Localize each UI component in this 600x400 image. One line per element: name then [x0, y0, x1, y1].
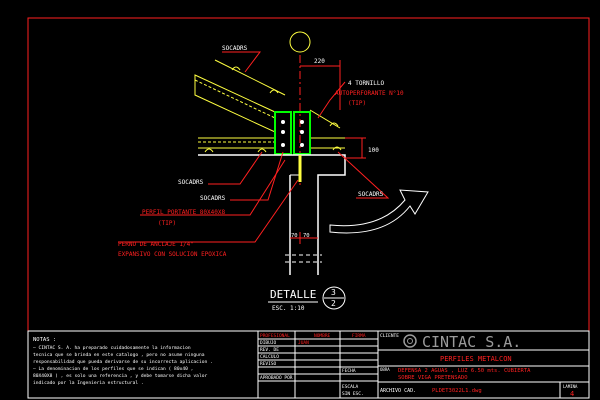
- notes-line: responsabilidad que pueda derivarse de s…: [33, 359, 213, 365]
- label-tornillo-2: AUTOPERFORANTE N°10: [335, 90, 404, 97]
- row-dibujo: DIBUJO: [260, 340, 277, 346]
- col-profesional: PROFESIONAL: [260, 333, 290, 339]
- obra-label: OBRA: [380, 367, 390, 372]
- col-firma: FIRMA: [352, 333, 366, 339]
- row-aprobado: APROBADO POR: [260, 375, 293, 381]
- horizontal-beam: [198, 137, 345, 149]
- fecha-label: FECHA: [342, 368, 356, 374]
- weld-symbols: [204, 66, 342, 153]
- label-perfil-1: PERFIL PORTANTE 80X40X8: [142, 209, 225, 216]
- lamina-label: LAMINA: [563, 384, 578, 389]
- dimension-70: 70 70: [290, 232, 318, 244]
- notes-lines: — CINTAC S. A. ha preparado cuidadosamen…: [33, 345, 213, 386]
- roof-slope-right: [309, 109, 341, 129]
- archivo-label: ARCHIVO CAD.: [380, 388, 416, 394]
- gusset-plates: [274, 111, 311, 155]
- lamina-value: 4: [570, 390, 574, 398]
- detail-callout: DETALLE ESC. 1:10 3 2: [268, 286, 346, 312]
- notes-line: — CINTAC S. A. ha preparado cuidadosamen…: [33, 345, 191, 351]
- leader-lines: [118, 51, 390, 243]
- dimension-70b-label: 70: [303, 233, 310, 239]
- label-soldadura-right: SOCADRS: [358, 191, 384, 198]
- label-tornillo-3: (TIP): [348, 100, 366, 107]
- escala-label: ESCALA: [342, 384, 359, 390]
- notes-title: NOTAS :: [33, 337, 56, 343]
- escala-value: SIN ESC.: [342, 391, 364, 397]
- obra-line-1: DEFENSA 2 AGUAS , LUZ 6.50 mts. CUBIERTA: [398, 368, 531, 374]
- label-soldadura-top: SOCADRS: [222, 45, 248, 52]
- roof-slope-left: [194, 59, 286, 133]
- archivo-value: PLDET3022L1.dwg: [432, 388, 482, 394]
- department: PERFILES METALCON: [440, 355, 512, 363]
- col-nombre: NOMBRE: [314, 333, 331, 339]
- dimension-220-label: 220: [314, 58, 325, 65]
- dimension-70a-label: 70: [291, 233, 298, 239]
- detail-sheet: 2: [331, 299, 336, 308]
- obra-line-2: SOBRE VIGA PRETENSADO: [398, 375, 468, 381]
- dimension-100-label: 100: [368, 147, 379, 154]
- dimension-220: 220: [300, 58, 341, 110]
- detail-number: 3: [331, 288, 336, 297]
- label-perfil-2: (TIP): [158, 220, 176, 227]
- row-calc: CALCULO: [260, 354, 279, 360]
- notes-line: indicado por la Ingenieria estructural .: [33, 380, 144, 386]
- label-perno-2: EXPANSIVO CON SOLUCION EPOXICA: [118, 251, 227, 258]
- row-rev2: REVISO: [260, 361, 277, 367]
- cliente-label: CLIENTE: [380, 333, 399, 339]
- label-soldadura-left: SOCADRS: [178, 179, 204, 186]
- company-name: CINTAC S.A.: [422, 333, 521, 351]
- title-block: [27, 330, 590, 399]
- notes-line: tecnica que se brinda en este catalogo ,…: [33, 352, 205, 358]
- company-logo: [403, 334, 417, 348]
- rotation-arrow: [329, 189, 429, 234]
- label-perno-1: PERNO DE ANCLAJE 1/4": [118, 241, 194, 248]
- notes-line: 80X40X8 ) , es solo una referencia , y d…: [33, 373, 207, 379]
- dimension-100: 100: [345, 137, 379, 159]
- axis-bubble: [289, 31, 311, 53]
- label-soldadura-mid: SOCADRS: [200, 195, 226, 202]
- row-dibujo-val: JUAN: [298, 340, 309, 346]
- row-rev: REV. DE: [260, 347, 279, 353]
- notes-line: — La denominacion de los perfiles que se…: [33, 366, 193, 372]
- detail-scale: ESC. 1:10: [272, 305, 305, 312]
- label-tornillo-1: 4 TORNILLO: [348, 80, 385, 87]
- detail-title: DETALLE: [270, 288, 316, 301]
